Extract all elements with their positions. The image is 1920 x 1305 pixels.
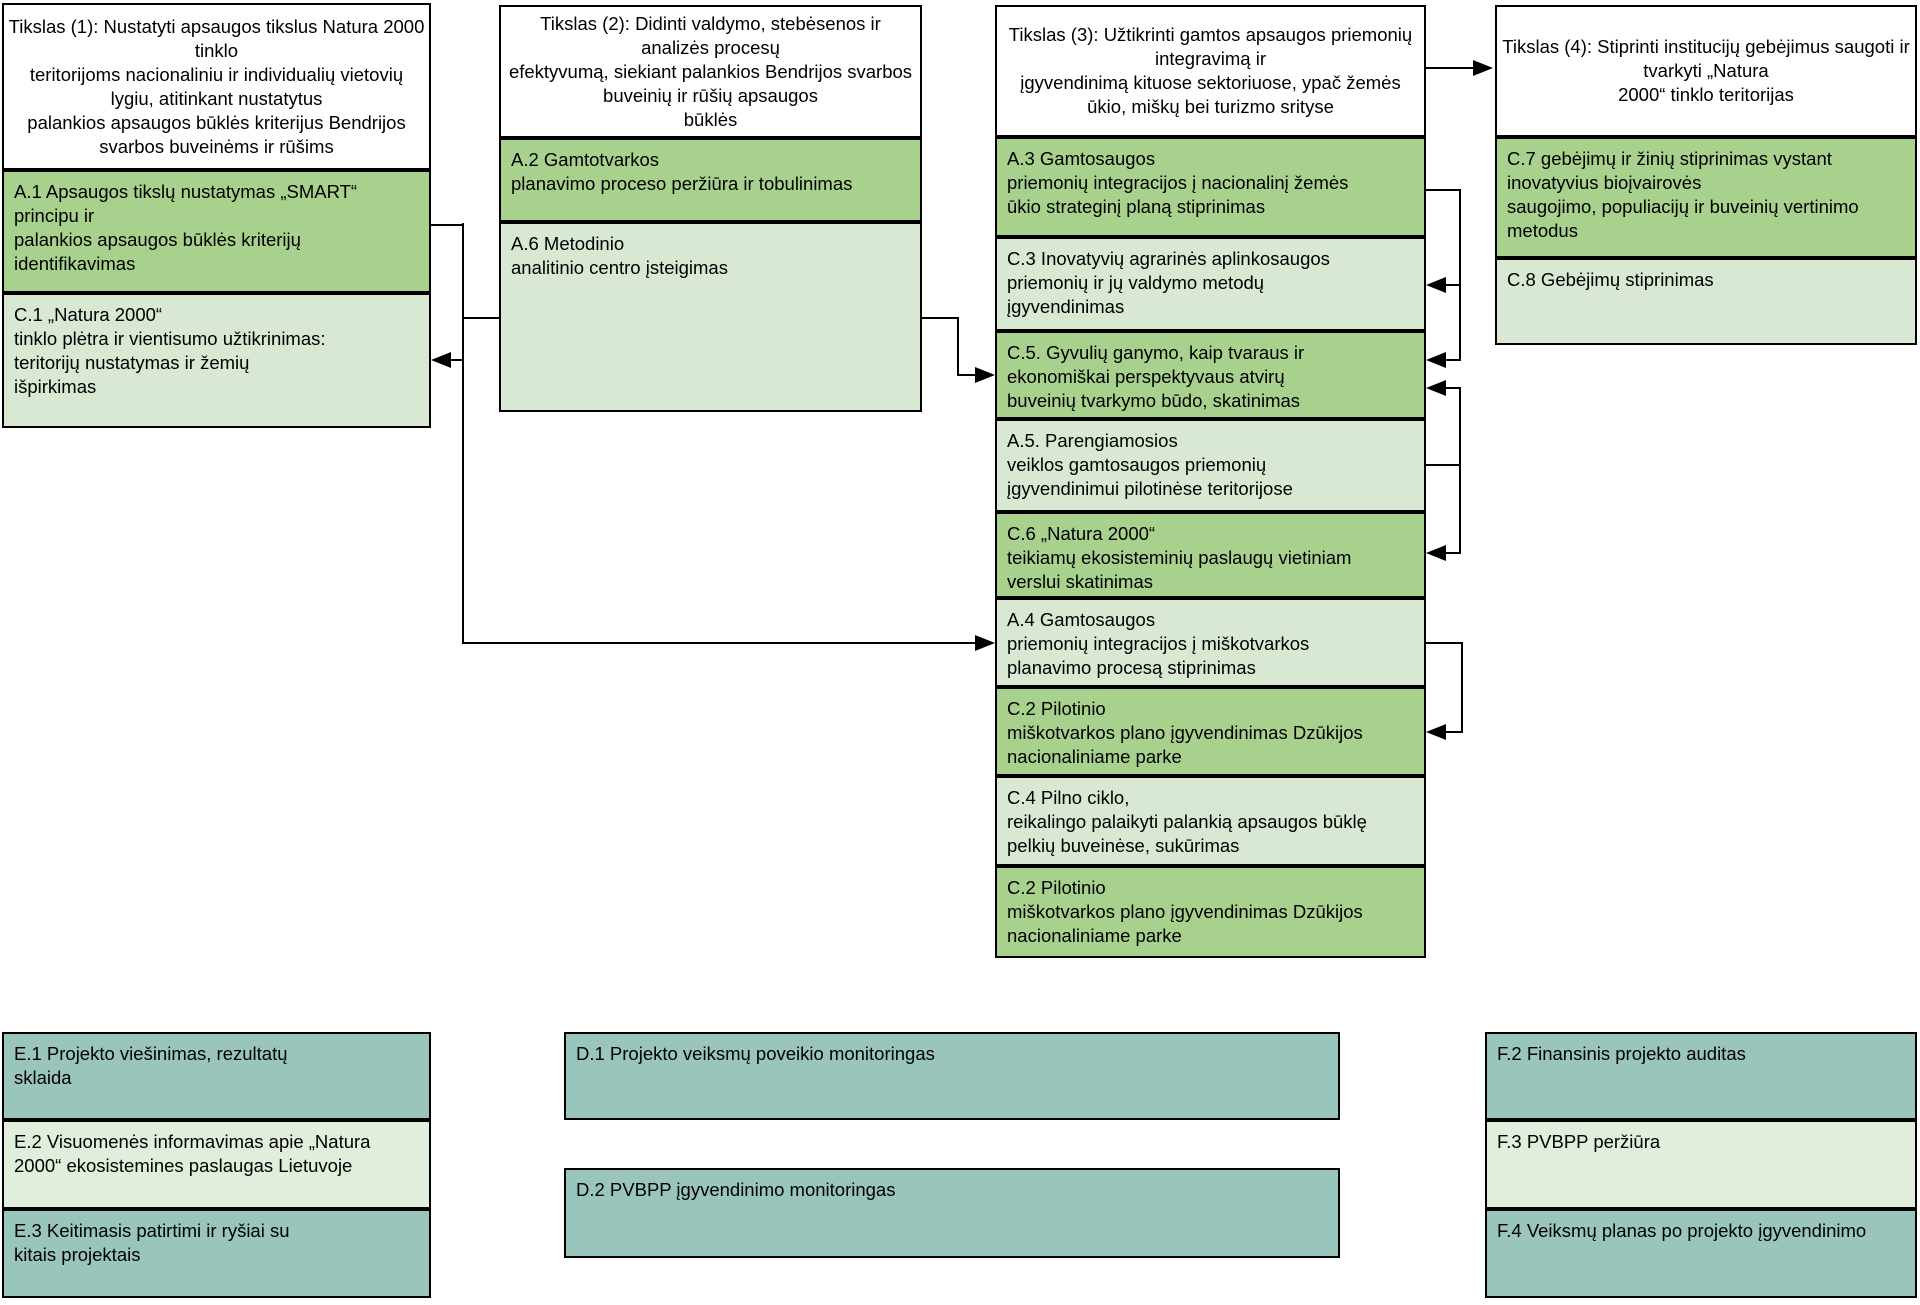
goal-1-header: Tikslas (1): Nustatyti apsaugos tikslus … <box>2 3 431 170</box>
activity-e3: E.3 Keitimasis patirtimi ir ryšiai su ki… <box>2 1209 431 1298</box>
activity-c3: C.3 Inovatyvių agrarinės aplinkosaugos p… <box>995 237 1426 331</box>
activity-c1: C.1 „Natura 2000“ tinklo plėtra ir vient… <box>2 293 431 428</box>
activity-f2: F.2 Finansinis projekto auditas <box>1485 1032 1917 1120</box>
arrowhead-into-a4 <box>975 635 995 651</box>
arrowhead-into-c5-right1 <box>1426 352 1446 368</box>
connector-left-vertical <box>462 223 464 644</box>
activity-c8: C.8 Gebėjimų stiprinimas <box>1495 258 1917 345</box>
arrowhead-into-c5-left <box>975 367 995 383</box>
activity-f4: F.4 Veiksmų planas po projekto įgyvendin… <box>1485 1209 1917 1298</box>
activity-e1: E.1 Projekto viešinimas, rezultatų sklai… <box>2 1032 431 1120</box>
activity-a3: A.3 Gamtosaugos priemonių integracijos į… <box>995 137 1426 237</box>
connector-into-c6-line <box>1444 552 1461 554</box>
connector-a4-stub <box>1426 642 1463 644</box>
connector-into-c5-right2-line <box>1444 387 1461 389</box>
activity-c7: C.7 gebėjimų ir žinių stiprinimas vystan… <box>1495 137 1917 258</box>
connector-a6-left-stub <box>462 317 501 319</box>
connector-into-c5-right1-line <box>1444 359 1461 361</box>
connector-into-c3-line <box>1444 284 1460 286</box>
connector-a5-stub <box>1426 464 1461 466</box>
activity-d1: D.1 Projekto veiksmų poveikio monitoring… <box>564 1032 1340 1120</box>
connector-goal3-goal4-line <box>1426 67 1475 69</box>
arrowhead-into-c6 <box>1426 545 1446 561</box>
activity-c2-first: C.2 Pilotinio miškotvarkos plano įgyvend… <box>995 687 1426 776</box>
goal-4-header: Tikslas (4): Stiprinti institucijų gebėj… <box>1495 5 1917 137</box>
activity-a5: A.5. Parengiamosios veiklos gamtosaugos … <box>995 419 1426 512</box>
activity-e2: E.2 Visuomenės informavimas apie „Natura… <box>2 1120 431 1209</box>
connector-into-c2-line <box>1444 731 1463 733</box>
connector-a6-c5-vertical <box>957 317 959 376</box>
arrowhead-into-c2 <box>1426 724 1446 740</box>
activity-c2-second: C.2 Pilotinio miškotvarkos plano įgyvend… <box>995 866 1426 958</box>
goal-3-header: Tikslas (3): Užtikrinti gamtos apsaugos … <box>995 5 1426 137</box>
activity-f3: F.3 PVBPP peržiūra <box>1485 1120 1917 1209</box>
activity-a4: A.4 Gamtosaugos priemonių integracijos į… <box>995 598 1426 687</box>
connector-a4-c2-vertical <box>1461 642 1463 733</box>
connector-a3-stub <box>1426 189 1461 191</box>
connector-into-c5-left-line <box>957 374 977 376</box>
arrowhead-into-c1 <box>431 352 451 368</box>
connector-right-vertical-upper <box>1459 189 1461 361</box>
activity-c6: C.6 „Natura 2000“ teikiamų ekosisteminių… <box>995 512 1426 598</box>
arrowhead-into-c5-right2 <box>1426 380 1446 396</box>
activity-a6: A.6 Metodinio analitinio centro įsteigim… <box>499 222 922 412</box>
activity-c4: C.4 Pilno ciklo, reikalingo palaikyti pa… <box>995 776 1426 866</box>
connector-into-c1-line <box>449 359 463 361</box>
activity-d2: D.2 PVBPP įgyvendinimo monitoringas <box>564 1168 1340 1258</box>
goal-2-header: Tikslas (2): Didinti valdymo, stebėsenos… <box>499 5 922 138</box>
activity-a1: A.1 Apsaugos tikslų nustatymas „SMART“ p… <box>2 170 431 293</box>
activity-c5: C.5. Gyvulių ganymo, kaip tvaraus ir eko… <box>995 331 1426 419</box>
activity-a2: A.2 Gamtotvarkos planavimo proceso perži… <box>499 138 922 222</box>
connector-right-vertical-lower <box>1459 387 1461 554</box>
connector-a6-right-stub <box>922 317 959 319</box>
arrowhead-into-goal4 <box>1473 60 1493 76</box>
connector-a1-stub <box>431 224 463 226</box>
connector-to-a4-line <box>462 642 977 644</box>
arrowhead-into-c3 <box>1426 277 1446 293</box>
